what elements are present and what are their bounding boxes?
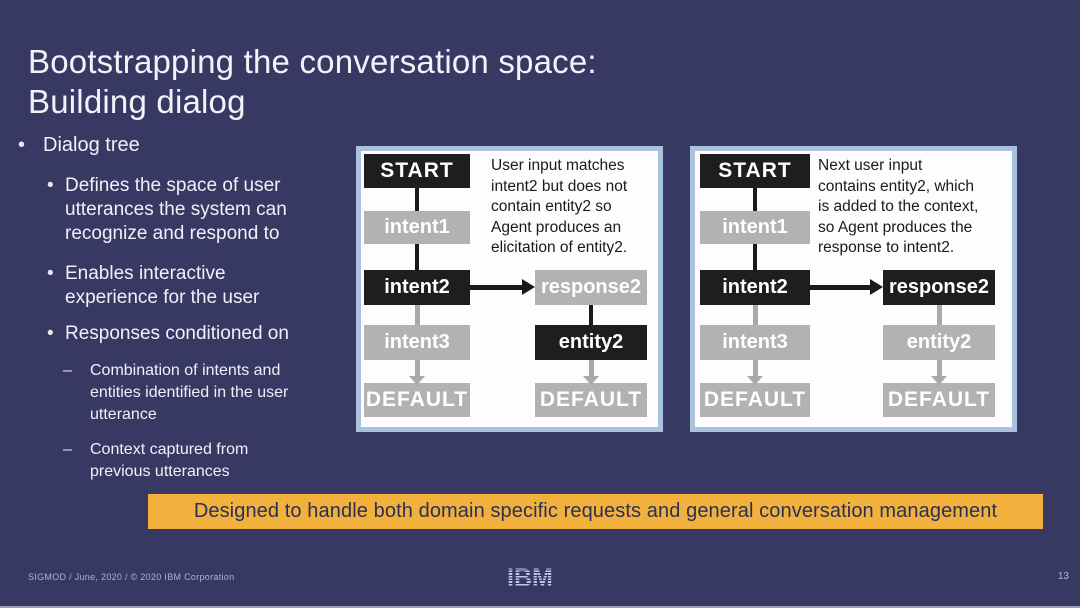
connector-intent1-intent2 <box>753 244 757 270</box>
bullet-marker: • <box>18 134 26 156</box>
node-default: DEFAULT <box>700 383 810 417</box>
node-start: START <box>700 154 810 188</box>
node-intent1: intent1 <box>700 211 810 244</box>
diagram-left-caption: User input matches intent2 but does not … <box>491 157 628 256</box>
diagram-right-caption: Next user input contains entity2, which … <box>818 157 979 256</box>
arrowhead-down-icon <box>931 376 947 385</box>
node-default: DEFAULT <box>364 383 470 417</box>
dash-marker: – <box>63 362 72 379</box>
bullet-dialog-tree: Dialog tree <box>43 134 140 156</box>
connector-response2-entity2 <box>589 305 593 325</box>
banner-text: Designed to handle both domain specific … <box>193 500 998 522</box>
node-entity2: entity2 <box>883 325 995 360</box>
bullet-context-captured: Context captured from previous utterance… <box>90 441 249 480</box>
connector-intent2-intent3 <box>753 305 758 325</box>
arrow-entity2-default <box>589 360 594 376</box>
bullet-combination-intents: Combination of intents and entities iden… <box>90 362 289 423</box>
connector-response2-entity2 <box>937 305 942 325</box>
dash-marker: – <box>63 441 72 458</box>
node-intent2: intent2 <box>364 270 470 305</box>
node-intent3: intent3 <box>700 325 810 360</box>
node-intent3: intent3 <box>364 325 470 360</box>
slide-bottom-edge <box>0 606 1080 608</box>
bullet-responses-conditioned: Responses conditioned on <box>65 323 289 344</box>
connector-intent2-intent3 <box>415 305 420 325</box>
node-entity2: entity2 <box>535 325 647 360</box>
connector-start-intent1 <box>415 188 419 211</box>
page-number: 13 <box>1057 571 1069 582</box>
arrowhead-down-icon <box>747 376 763 385</box>
arrow-intent3-default <box>415 360 420 376</box>
bullet-marker: • <box>47 323 54 344</box>
node-response2: response2 <box>883 270 995 305</box>
connector-intent1-intent2 <box>415 244 419 270</box>
highlight-banner: Designed to handle both domain specific … <box>148 494 1043 529</box>
footer-copyright: SIGMOD / June, 2020 / © 2020 IBM Corpora… <box>28 572 235 582</box>
node-intent1: intent1 <box>364 211 470 244</box>
arrow-entity2-default <box>937 360 942 376</box>
node-default: DEFAULT <box>883 383 995 417</box>
arrow-intent2-response2 <box>470 285 523 290</box>
ibm-logo: IBM <box>507 565 561 591</box>
bullet-enables-interactive: Enables interactive experience for the u… <box>65 263 260 308</box>
arrowhead-right-icon <box>522 279 535 295</box>
node-default: DEFAULT <box>535 383 647 417</box>
slide-title: Bootstrapping the conversation space: Bu… <box>28 43 597 120</box>
arrow-intent3-default <box>753 360 758 376</box>
bullet-marker: • <box>47 263 54 284</box>
dialog-tree-diagram-right: Next user input contains entity2, which … <box>690 146 1017 432</box>
node-intent2: intent2 <box>700 270 810 305</box>
ibm-logo-stripes <box>507 565 561 591</box>
dialog-tree-diagram-left: User input matches intent2 but does not … <box>356 146 663 432</box>
bullet-marker: • <box>47 175 54 196</box>
node-response2: response2 <box>535 270 647 305</box>
arrowhead-down-icon <box>583 376 599 385</box>
bullet-defines-space: Defines the space of user utterances the… <box>65 175 287 244</box>
arrowhead-down-icon <box>409 376 425 385</box>
connector-start-intent1 <box>753 188 757 211</box>
arrow-intent2-response2 <box>810 285 870 290</box>
node-start: START <box>364 154 470 188</box>
arrowhead-right-icon <box>870 279 883 295</box>
